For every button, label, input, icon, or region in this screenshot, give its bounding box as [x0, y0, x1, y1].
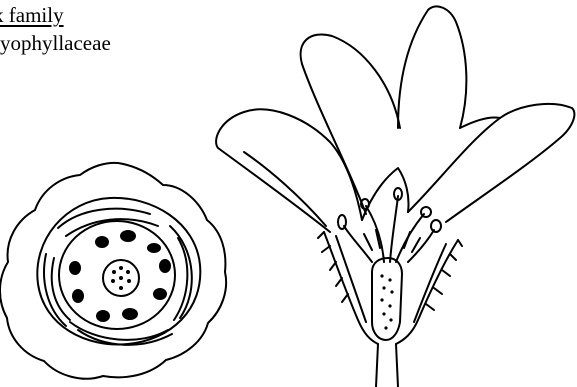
- petal-arc: [70, 322, 168, 340]
- ovules: [111, 266, 131, 290]
- stamen: [120, 230, 136, 242]
- ovule: [119, 266, 123, 270]
- sepal-tooth: [318, 232, 348, 302]
- ovule: [390, 290, 393, 293]
- petal-arc: [170, 226, 192, 318]
- style: [366, 206, 384, 262]
- style: [390, 196, 398, 262]
- petal-upper-middle: [398, 6, 466, 128]
- stamen-filament: [344, 226, 372, 262]
- stamens: [69, 230, 171, 322]
- floral-diagram: [0, 163, 226, 379]
- petal-right: [408, 104, 574, 222]
- ovule: [380, 298, 383, 301]
- calyx-tube-left: [324, 232, 378, 344]
- calyx-tube-right: [396, 240, 458, 344]
- stamen: [69, 261, 81, 275]
- stamen: [153, 288, 167, 300]
- calyx-lining-right: [414, 244, 446, 322]
- anther: [338, 215, 346, 229]
- stamen: [95, 236, 109, 248]
- stamen: [147, 243, 161, 253]
- ovule: [384, 326, 387, 329]
- stamen: [159, 259, 171, 273]
- ovule: [111, 279, 115, 283]
- ovule: [382, 286, 385, 289]
- ovule: [380, 274, 383, 277]
- petal-arc: [44, 254, 66, 326]
- anther: [431, 220, 441, 232]
- ovule: [112, 270, 116, 274]
- ovule: [127, 279, 131, 283]
- ovule: [119, 286, 123, 290]
- flower-longitudinal-section: [216, 6, 574, 387]
- stigma: [421, 207, 431, 217]
- petal-left: [216, 109, 362, 232]
- stamen-filament: [408, 230, 434, 262]
- ovule: [388, 304, 391, 307]
- ovule: [389, 318, 392, 321]
- pedicel: [376, 344, 398, 387]
- ovule: [382, 312, 385, 315]
- petal-left-inner-edge: [244, 152, 326, 226]
- ovule: [388, 278, 391, 281]
- ovules: [380, 274, 393, 329]
- stamen: [122, 308, 138, 320]
- ovule: [119, 276, 123, 280]
- ovule: [126, 270, 130, 274]
- stamen-ring: [59, 221, 175, 329]
- petal-upper-left: [301, 34, 400, 214]
- stamen: [96, 310, 110, 322]
- stamen: [72, 289, 84, 303]
